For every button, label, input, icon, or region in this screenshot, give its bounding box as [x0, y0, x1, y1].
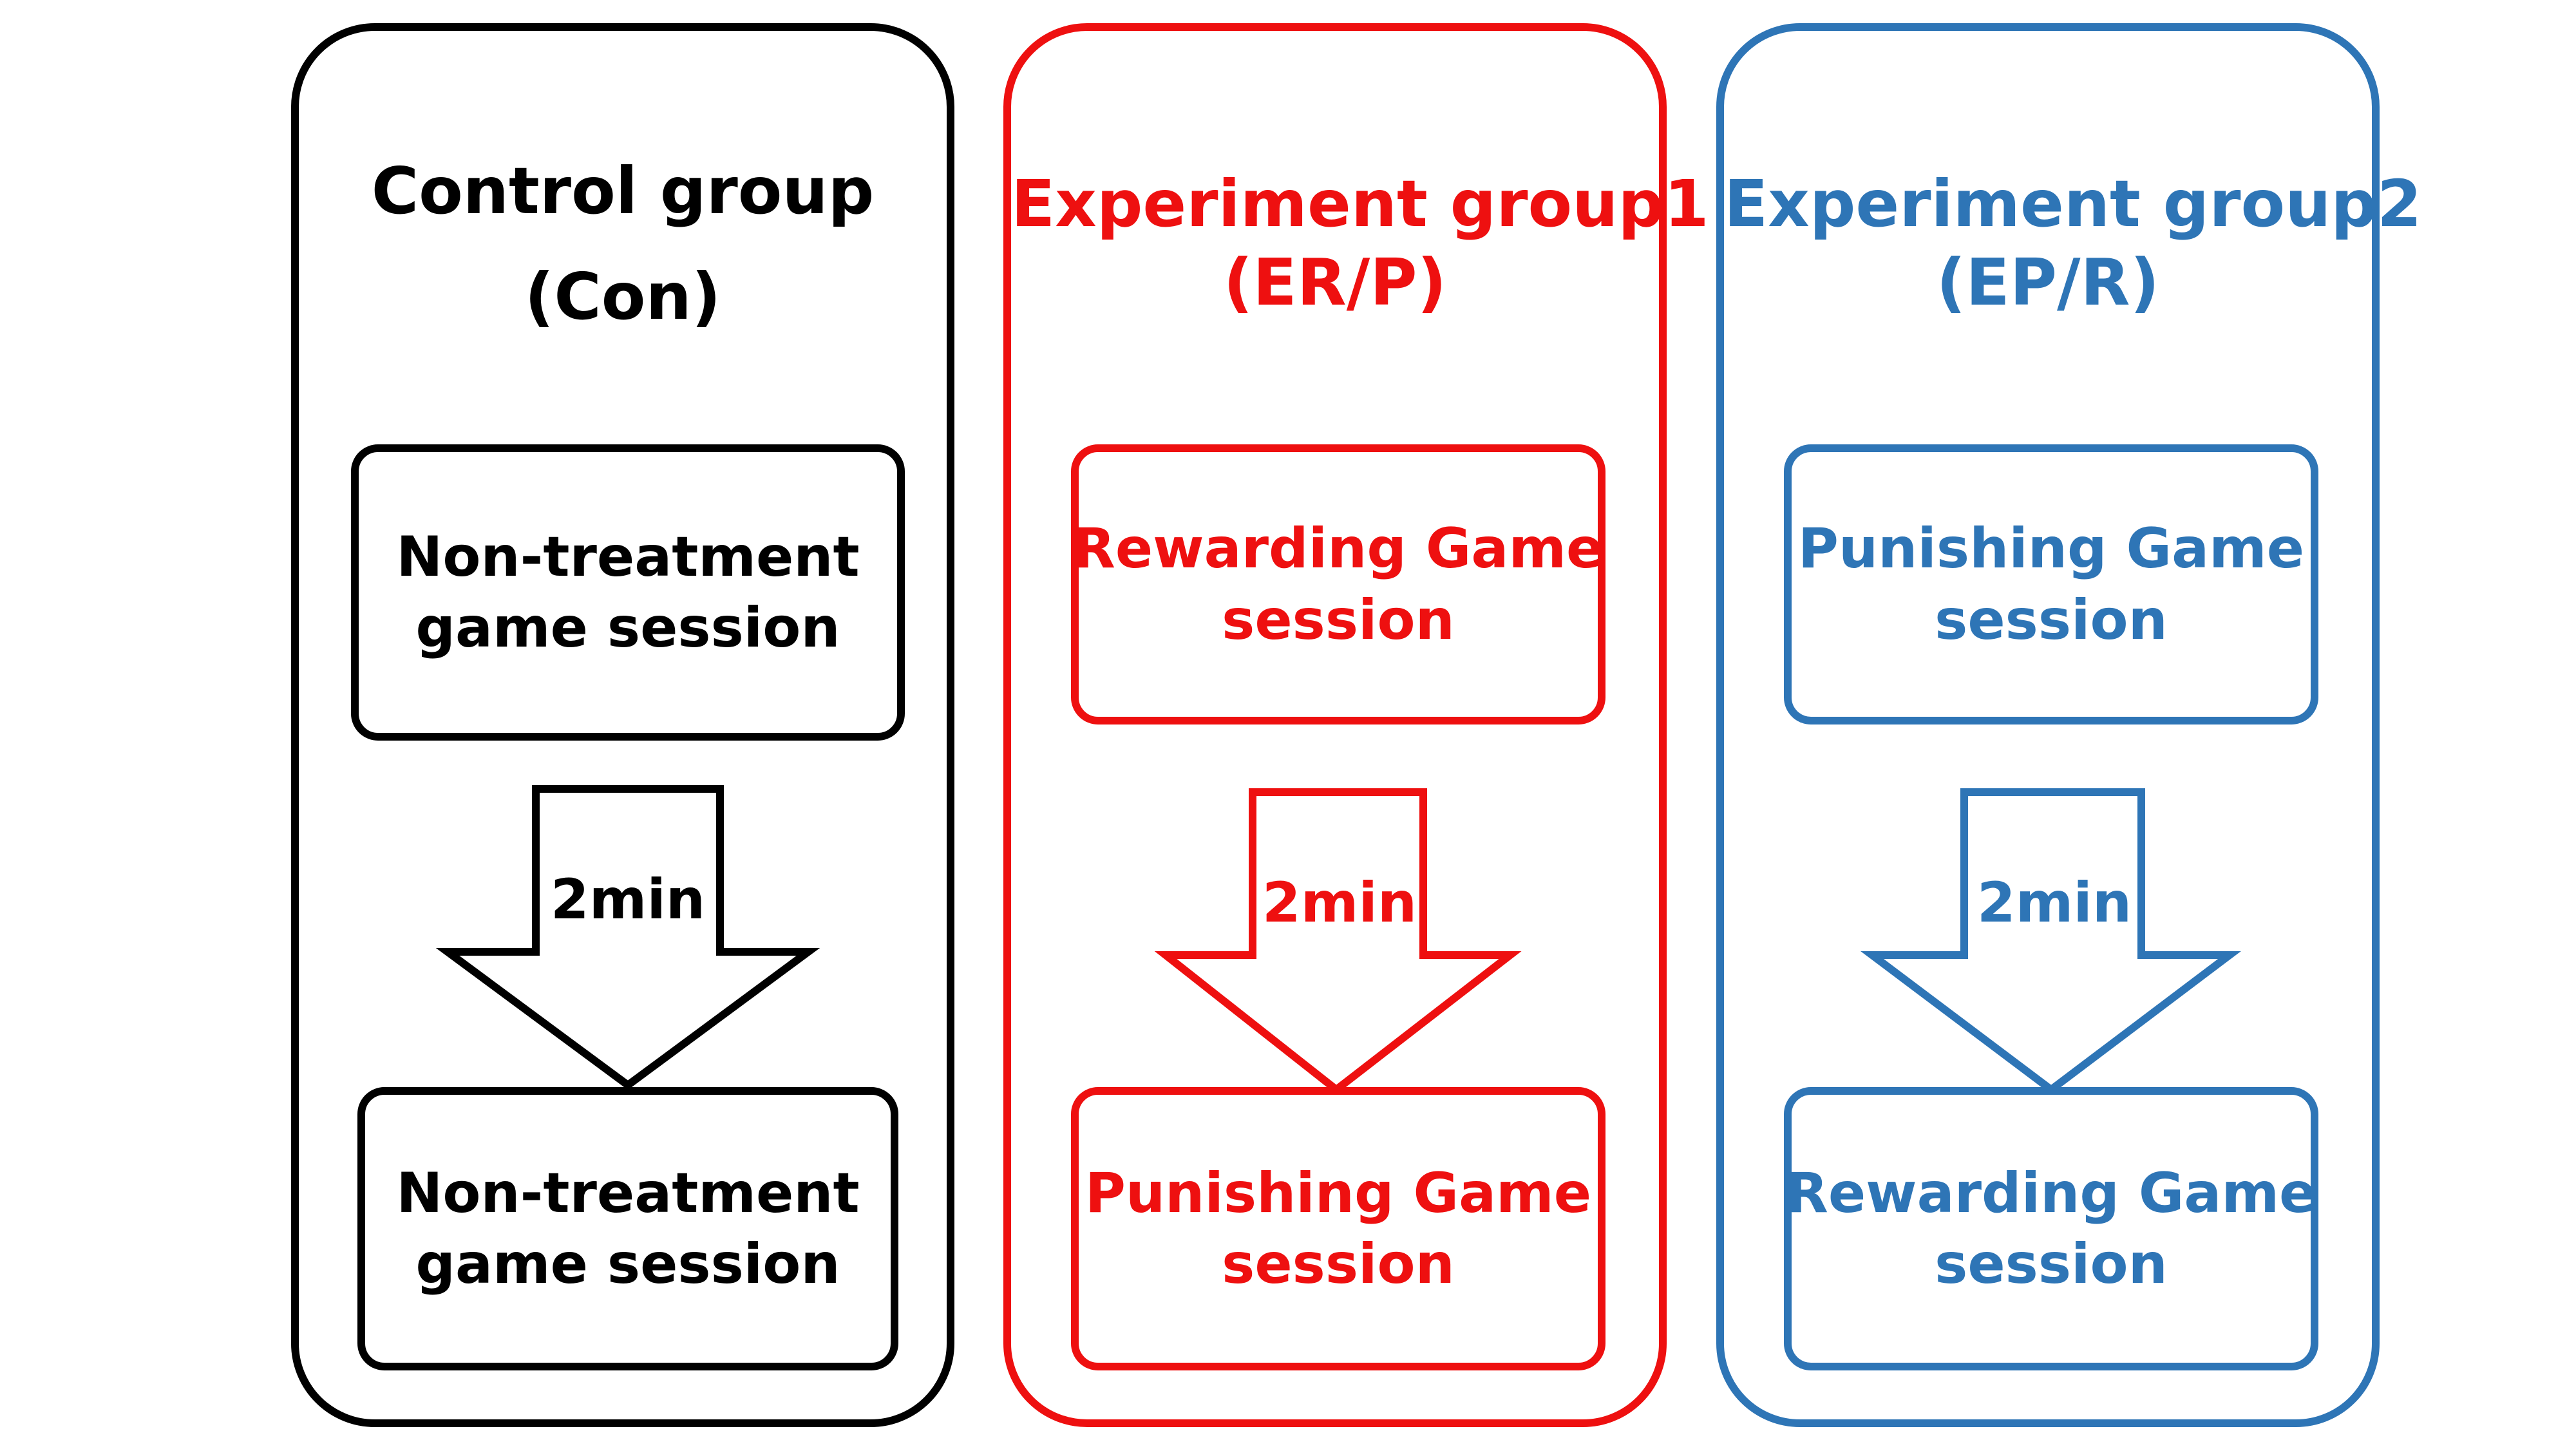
- control-interval-label: 2min: [550, 867, 706, 932]
- experiment-group1-title-abbrev: (ER/P): [1223, 245, 1447, 320]
- experiment-group2-down-arrow-icon: [1861, 788, 2241, 1095]
- experiment-group1-first-session-box: Rewarding Game session: [1071, 444, 1605, 724]
- experiment-group1-down-arrow-icon: [1154, 788, 1522, 1095]
- control-down-arrow-icon: [435, 785, 820, 1090]
- control-first-session-line1: Non-treatment: [396, 524, 860, 589]
- control-second-session-box: Non-treatment game session: [357, 1087, 898, 1370]
- experiment-group2-second-session-line2: session: [1935, 1232, 2168, 1296]
- experiment-group1-panel: Experiment group1 (ER/P): [1003, 23, 1709, 1427]
- experiment-group1-second-session-line2: session: [1222, 1232, 1455, 1296]
- experiment-group1-first-session-line2: session: [1222, 587, 1455, 652]
- experiment-group2-title-abbrev: (EP/R): [1936, 245, 2160, 320]
- control-down-arrow: 2min: [435, 785, 820, 1092]
- experiment-group2-first-session-box: Punishing Game session: [1784, 444, 2318, 724]
- experiment-group2-first-session-line1: Punishing Game: [1797, 516, 2305, 582]
- experiment-group2-title-name: Experiment group2: [1724, 166, 2422, 242]
- experiment-group2-first-session-line2: session: [1935, 587, 2168, 652]
- control-first-session-box: Non-treatment game session: [351, 444, 905, 741]
- control-group-title: Control group (Con): [299, 152, 947, 336]
- experiment-group1-interval-label: 2min: [1262, 871, 1417, 935]
- experiment-group2-panel: Experiment group2 (EP/R): [1716, 23, 2422, 1427]
- control-group-panel: Control group (Con): [291, 23, 954, 1427]
- control-second-session-line2: game session: [415, 1232, 840, 1296]
- experiment-group2-title: Experiment group2 (EP/R): [1724, 165, 2422, 322]
- control-group-title-abbrev: (Con): [524, 259, 721, 334]
- control-second-session-line1: Non-treatment: [396, 1160, 860, 1226]
- experiment-group2-second-session-box: Rewarding Game session: [1784, 1087, 2318, 1370]
- experiment-group2-interval-label: 2min: [1976, 871, 2132, 935]
- experiment-group1-title-name: Experiment group1: [1011, 166, 1709, 242]
- experiment-group1-down-arrow: 2min: [1154, 788, 1522, 1095]
- experiment-group1-first-session-line1: Rewarding Game: [1072, 516, 1604, 582]
- control-group-title-name: Control group: [371, 153, 875, 229]
- experiment-group2-down-arrow: 2min: [1861, 788, 2241, 1095]
- experiment-group1-second-session-line1: Punishing Game: [1084, 1160, 1592, 1226]
- experiment-group1-title: Experiment group1 (ER/P): [1011, 165, 1709, 322]
- control-first-session-line2: game session: [415, 596, 840, 660]
- experiment-group2-second-session-line1: Rewarding Game: [1785, 1160, 2317, 1226]
- experiment-group1-second-session-box: Punishing Game session: [1071, 1087, 1605, 1370]
